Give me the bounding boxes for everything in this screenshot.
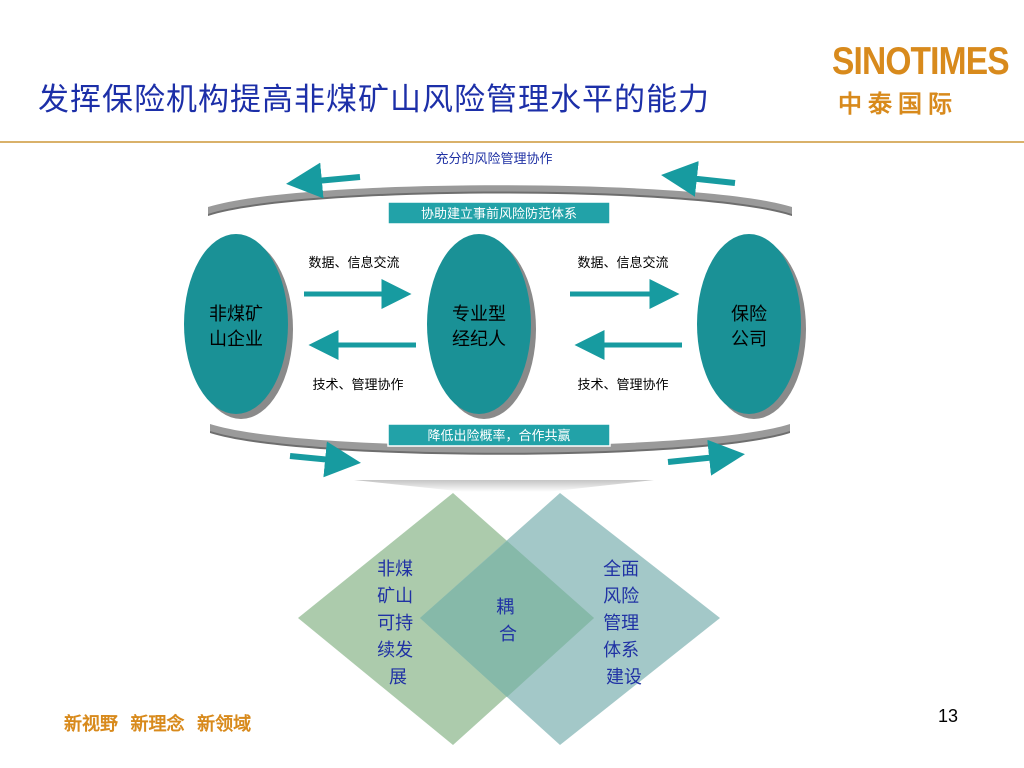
upper-banner-text: 协助建立事前风险防范体系 xyxy=(421,206,577,222)
venn-left-line: 展 xyxy=(389,667,407,688)
lower-banner-box xyxy=(387,423,611,447)
venn-center-line: 合 xyxy=(499,624,517,645)
venn-right-text: 全面 风险 管理 体系 建设 xyxy=(603,559,645,688)
outer-arrow-top-left xyxy=(286,162,361,199)
node-mining-enterprise xyxy=(184,234,288,414)
title-divider xyxy=(0,141,1024,143)
node-label-left-1: 非煤矿 xyxy=(209,304,263,325)
footer-slogan: 新视野 新理念 新领域 xyxy=(64,714,252,735)
node-insurance-company xyxy=(697,234,801,414)
venn-left-line: 非煤 xyxy=(377,559,413,580)
diamond-overlap xyxy=(420,541,594,697)
node-label-right-2: 公司 xyxy=(731,329,767,350)
node-label-center-1: 专业型 xyxy=(452,304,506,325)
venn-center-line: 耦 xyxy=(496,597,514,618)
node-professional-broker xyxy=(427,234,531,414)
upper-band xyxy=(208,185,792,214)
logo-sinotimes-wordmark: SINOTIMES xyxy=(832,40,1010,83)
venn-right-line: 建设 xyxy=(606,667,642,688)
outer-arrow-bottom-right xyxy=(667,439,745,476)
lower-banner-text: 降低出险概率，合作共赢 xyxy=(427,428,570,444)
outer-arrow-bottom-left xyxy=(289,441,361,478)
funnel-shape xyxy=(354,480,654,492)
upper-banner-box xyxy=(387,201,611,225)
venn-right-line: 风险 xyxy=(603,586,639,607)
flow-label-right-bottom: 技术、管理协作 xyxy=(577,378,668,393)
node-label-right-1: 保险 xyxy=(731,304,767,325)
flow-label-left-top: 数据、信息交流 xyxy=(308,255,399,271)
page-number: 13 xyxy=(938,706,959,726)
venn-right-line: 管理 xyxy=(603,613,639,634)
venn-left-text: 非煤 矿山 可持 续发 展 xyxy=(377,559,419,688)
venn-center-text: 耦 合 xyxy=(496,597,520,645)
venn-left-line: 续发 xyxy=(377,640,413,661)
top-caption: 充分的风险管理协作 xyxy=(435,151,552,167)
flow-label-left-bottom: 技术、管理协作 xyxy=(312,378,403,393)
outer-arrow-top-right xyxy=(661,160,736,197)
logo-chinese-wordmark: 中泰国际 xyxy=(838,89,958,118)
venn-right-line: 全面 xyxy=(603,559,639,580)
slide-title: 发挥保险机构提高非煤矿山风险管理水平的能力 xyxy=(38,82,710,118)
venn-left-line: 可持 xyxy=(377,613,413,634)
venn-left-line: 矿山 xyxy=(377,586,413,607)
node-label-center-2: 经纪人 xyxy=(452,329,506,350)
node-label-left-2: 山企业 xyxy=(209,329,263,350)
venn-right-line: 体系 xyxy=(603,640,639,661)
flow-label-right-top: 数据、信息交流 xyxy=(577,255,668,271)
